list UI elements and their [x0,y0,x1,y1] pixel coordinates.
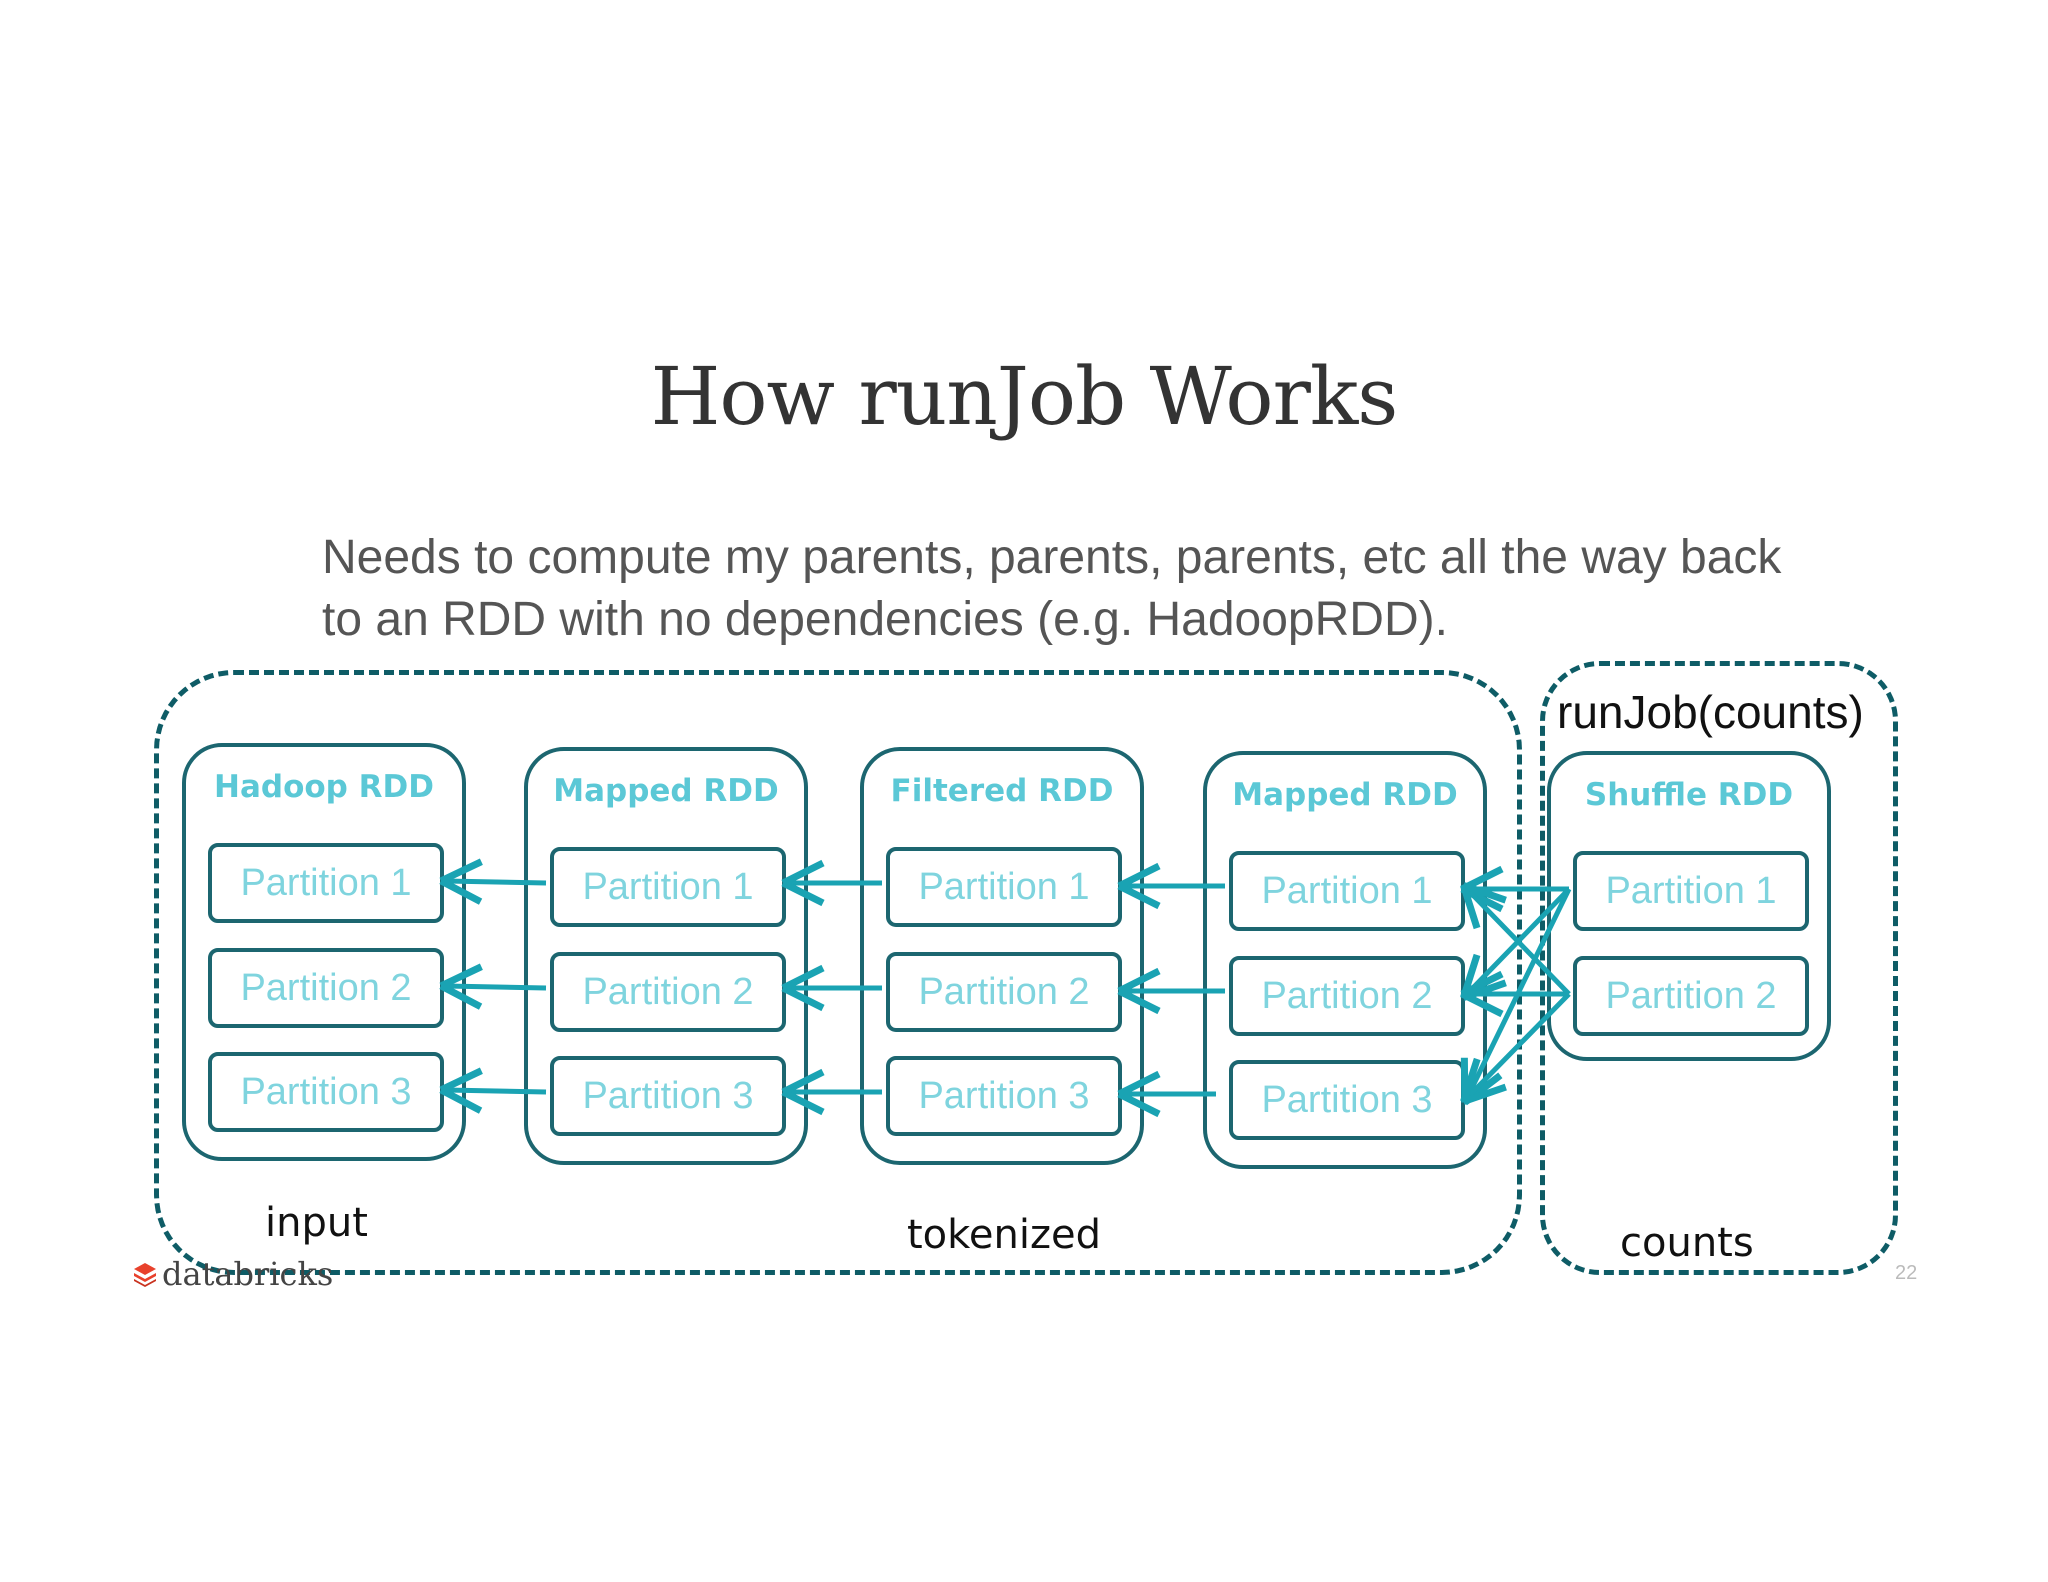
partition-box: Partition 2 [1229,956,1465,1036]
slide-title: How runJob Works [650,350,1399,443]
slide-subtitle: Needs to compute my parents, parents, pa… [322,527,1802,651]
rdd-title: Filtered RDD [890,773,1114,809]
partition-box: Partition 3 [886,1056,1122,1136]
partition-box: Partition 1 [1229,851,1465,931]
databricks-mark-icon [134,1263,156,1287]
partition-box: Partition 2 [886,952,1122,1032]
partition-box: Partition 3 [550,1056,786,1136]
rdd-title: Mapped RDD [1232,777,1458,813]
rdd-shuffle: Shuffle RDD Partition 1 Partition 2 [1547,751,1831,1061]
partition-box: Partition 1 [1573,851,1809,931]
rdd-filtered: Filtered RDD Partition 1 Partition 2 Par… [860,747,1144,1165]
rdd-title: Shuffle RDD [1584,777,1794,813]
partition-box: Partition 1 [550,847,786,927]
partition-box: Partition 2 [208,948,444,1028]
partition-box: Partition 1 [886,847,1122,927]
partition-box: Partition 2 [550,952,786,1032]
logo-text: databricks [162,1255,334,1293]
partition-box: Partition 3 [208,1052,444,1132]
page-number: 22 [1895,1262,1918,1284]
partition-box: Partition 2 [1573,956,1809,1036]
rdd-title: Mapped RDD [553,773,779,809]
partition-box: Partition 1 [208,843,444,923]
input-label: input [265,1200,368,1246]
subtitle-line-1: Needs to compute my parents, parents, pa… [322,531,1782,584]
rdd-hadoop: Hadoop RDD Partition 1 Partition 2 Parti… [182,743,466,1161]
partition-box: Partition 3 [1229,1060,1465,1140]
runjob-label: runJob(counts) [1557,686,1864,738]
databricks-logo: databricks [132,1255,333,1293]
rdd-title: Hadoop RDD [214,769,434,805]
tokenized-label: tokenized [907,1212,1101,1258]
counts-label: counts [1620,1220,1754,1266]
subtitle-line-2: to an RDD with no dependencies (e.g. Had… [322,593,1448,646]
rdd-mapped-2: Mapped RDD Partition 1 Partition 2 Parti… [1203,751,1487,1169]
rdd-mapped-1: Mapped RDD Partition 1 Partition 2 Parti… [524,747,808,1165]
